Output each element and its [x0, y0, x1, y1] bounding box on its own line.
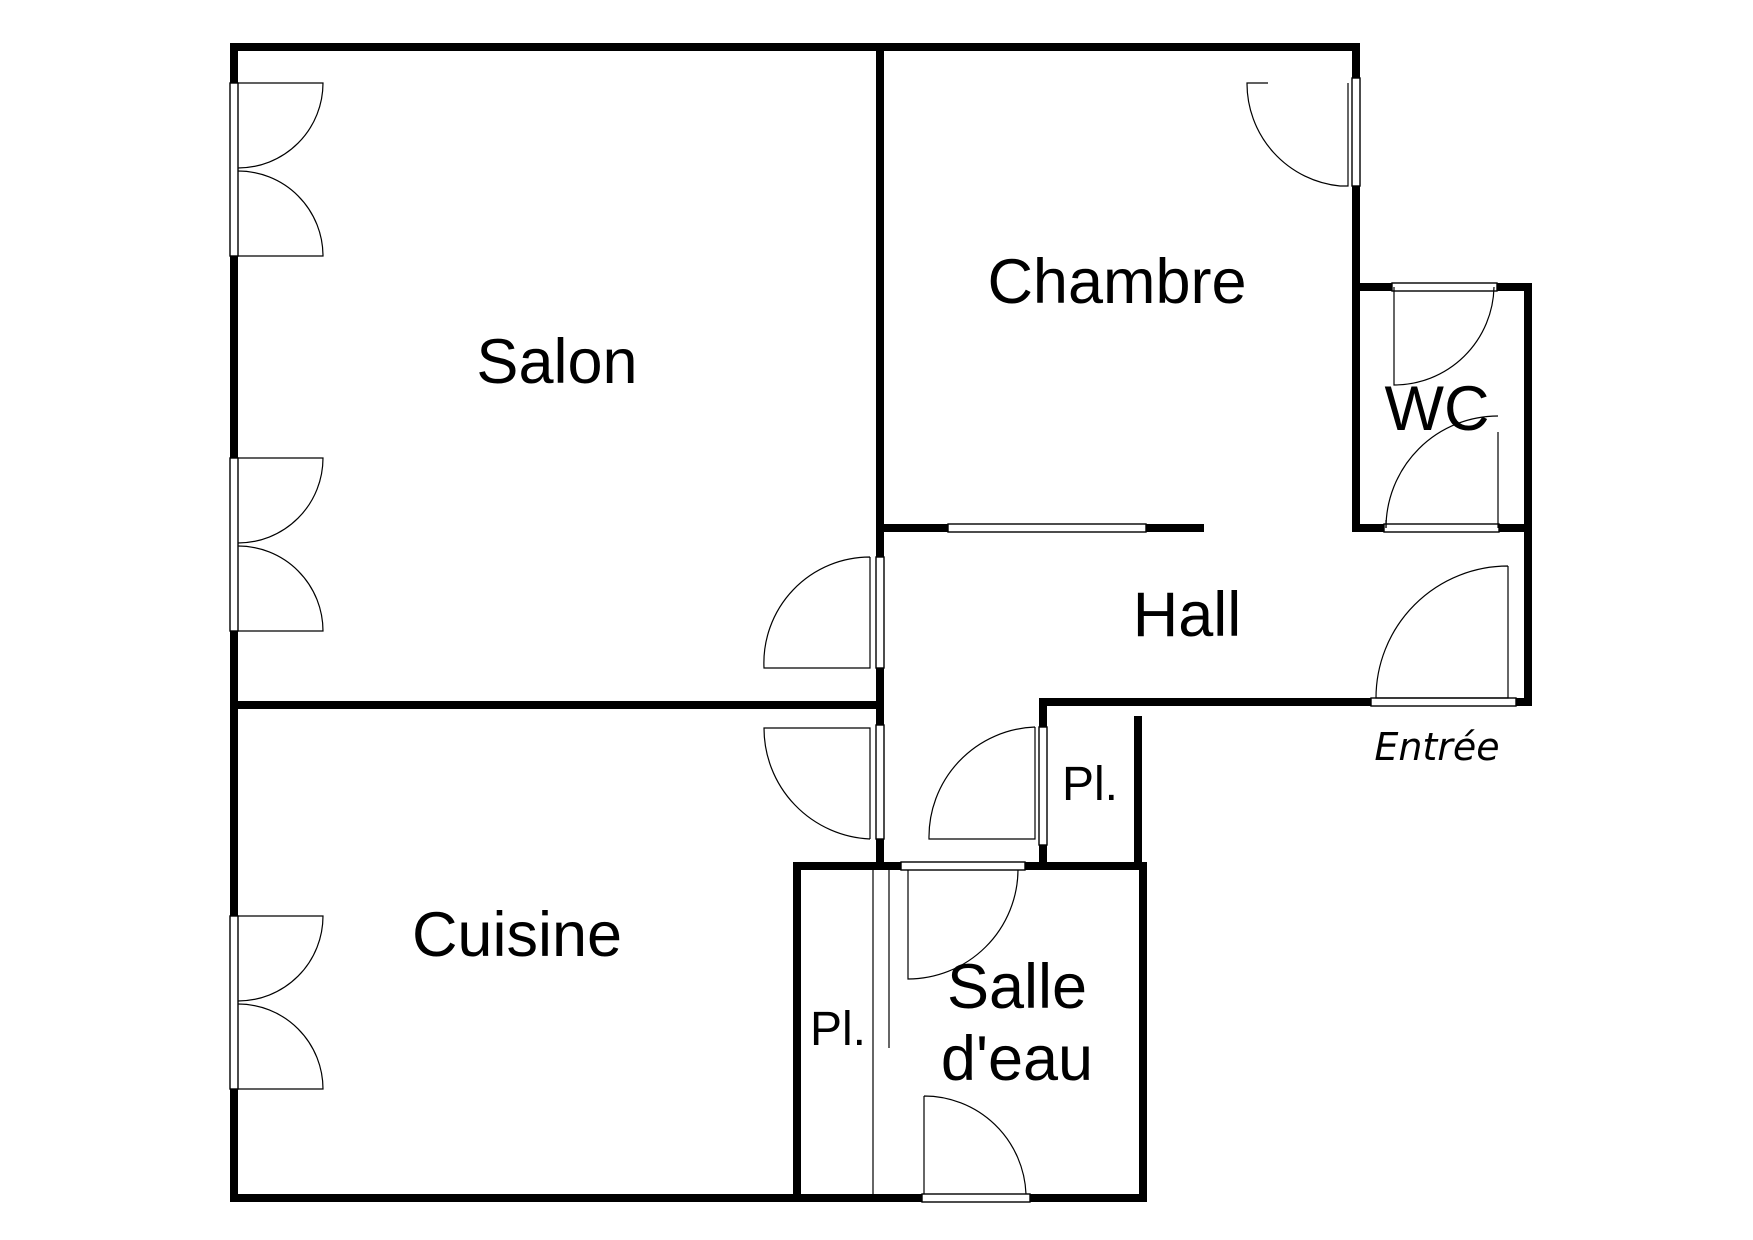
room-label-deau: d'eau	[941, 1024, 1093, 1094]
openings	[229, 77, 1517, 1203]
room-label-placard-bath: Pl.	[810, 1003, 866, 1056]
entrance-label: Entrée	[1374, 725, 1499, 769]
room-label-hall: Hall	[1133, 580, 1242, 650]
room-label-salon: Salon	[476, 327, 637, 397]
room-label-salle: Salle	[947, 952, 1087, 1022]
room-label-chambre: Chambre	[987, 247, 1246, 317]
room-label-cuisine: Cuisine	[412, 900, 622, 970]
room-label-wc: WC	[1385, 374, 1490, 444]
room-labels: Salon Chambre WC Hall Cuisine Pl. Pl. Sa…	[412, 247, 1500, 1094]
room-label-placard-hall: Pl.	[1062, 758, 1118, 811]
door-swings	[237, 82, 1509, 1195]
